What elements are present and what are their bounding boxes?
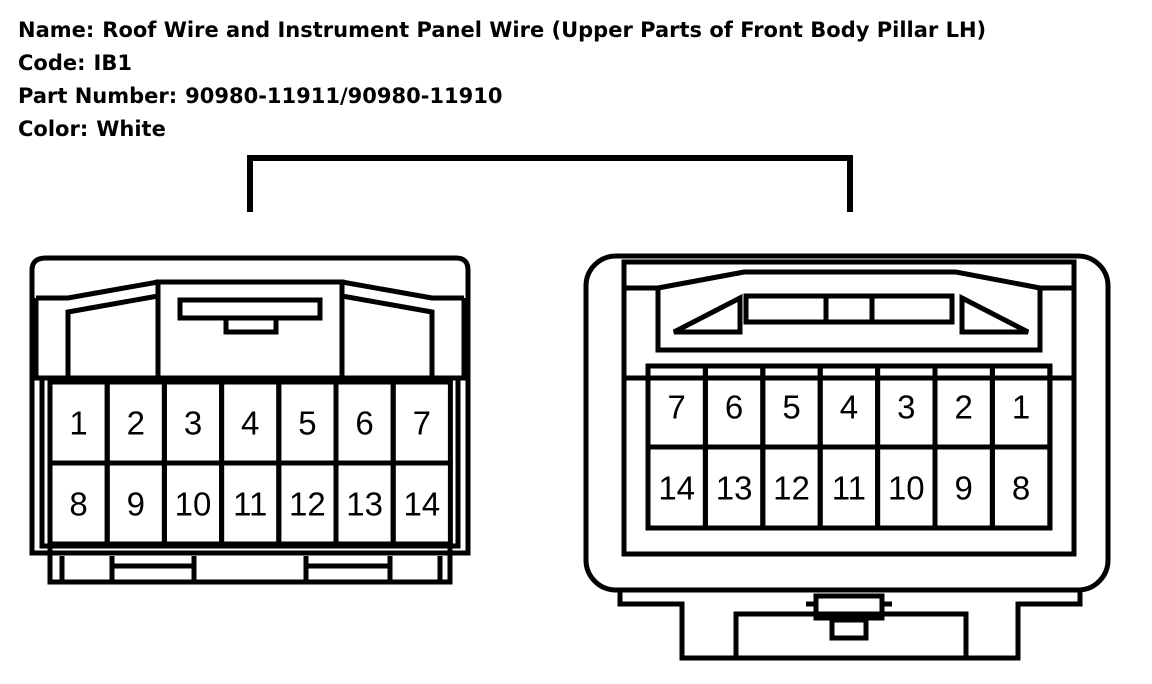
left-connector xyxy=(29,255,471,585)
right-terminal-pin-number: 9 xyxy=(955,470,973,507)
right-terminal-pin-number: 1 xyxy=(1012,389,1030,426)
right-terminal-grid: 7 6 5 4 3 2 1 14 13 12 11 10 9 8 xyxy=(645,363,1053,531)
right-triangle-right xyxy=(959,293,1030,335)
name-label: Name: xyxy=(18,18,95,42)
right-lock-tab-inner xyxy=(829,617,869,641)
right-terminal-pin-number: 4 xyxy=(840,389,858,426)
left-terminal-pin-number: 12 xyxy=(289,486,326,523)
right-terminal-cavity xyxy=(989,444,1053,531)
part-number-value: 90980-11911/90980-11910 xyxy=(185,84,503,108)
right-terminal-pin-number: 11 xyxy=(832,470,866,507)
right-bottom-foot xyxy=(617,590,1083,661)
color-line: Color: White xyxy=(18,113,986,146)
left-terminal-pin-number: 8 xyxy=(69,486,87,523)
right-terminal-pin-number: 5 xyxy=(782,389,800,426)
right-terminal-pin-number: 8 xyxy=(1012,470,1030,507)
left-bottom-rail xyxy=(47,546,453,585)
left-side-wall-right xyxy=(341,293,467,381)
right-terminal-pin-number: 14 xyxy=(658,470,695,507)
left-terminal-pin-number: 9 xyxy=(127,486,145,523)
left-side-wall-left xyxy=(33,293,159,381)
right-terminal-pin-number: 13 xyxy=(716,470,753,507)
name-line: Name: Roof Wire and Instrument Panel Wire… xyxy=(18,14,986,47)
right-terminal-pin-number: 2 xyxy=(955,389,973,426)
code-label: Code: xyxy=(18,51,86,75)
right-cavity-frame xyxy=(621,375,1077,557)
right-inner-ledge xyxy=(624,285,1074,353)
right-top-slope xyxy=(657,269,1041,291)
left-terminal-pin-number: 10 xyxy=(175,486,212,523)
part-number-label: Part Number: xyxy=(18,84,178,108)
color-value: White xyxy=(96,117,166,141)
left-terminal-pin-number: 3 xyxy=(184,405,202,442)
left-housing-outline xyxy=(29,255,471,556)
color-label: Color: xyxy=(18,117,89,141)
right-connector xyxy=(583,253,1111,661)
right-terminal-pin-number: 3 xyxy=(897,389,915,426)
name-value: Roof Wire and Instrument Panel Wire (Upp… xyxy=(102,18,987,42)
left-terminal-pin-number: 4 xyxy=(241,405,259,442)
left-terminal-pin-number: 11 xyxy=(233,486,267,523)
connector-info: Name: Roof Wire and Instrument Panel Wire… xyxy=(18,14,986,146)
left-terminal-pin-number: 1 xyxy=(69,405,87,442)
right-housing-outline xyxy=(583,253,1111,593)
right-inner-top-wall xyxy=(621,259,1077,378)
right-terminal-pin-number: 12 xyxy=(773,470,810,507)
right-top-slot-dividers xyxy=(823,296,875,322)
left-terminal-pin-number: 5 xyxy=(298,405,316,442)
mating-bracket xyxy=(247,155,853,212)
left-latch-tab xyxy=(223,315,279,335)
right-terminal-pin-number: 6 xyxy=(725,389,743,426)
left-terminal-cavity xyxy=(390,460,453,547)
left-terminal-pin-number: 6 xyxy=(355,405,373,442)
code-line: Code: IB1 xyxy=(18,47,986,80)
left-terminal-pin-number: 2 xyxy=(127,405,145,442)
left-bottom-rail-dividers xyxy=(59,556,443,582)
code-value: IB1 xyxy=(93,51,132,75)
left-terminal-pin-number: 14 xyxy=(403,486,440,523)
right-foot-inner xyxy=(733,611,969,658)
right-terminal-pin-number: 10 xyxy=(888,470,925,507)
part-number-line: Part Number: 90980-11911/90980-11910 xyxy=(18,80,986,113)
right-triangle-left xyxy=(672,293,743,335)
left-terminal-pin-number: 7 xyxy=(413,405,431,442)
left-latch-slot xyxy=(177,297,323,321)
right-terminal-pin-number: 7 xyxy=(668,389,686,426)
right-top-slot xyxy=(743,293,955,325)
left-terminal-pin-number: 13 xyxy=(346,486,383,523)
